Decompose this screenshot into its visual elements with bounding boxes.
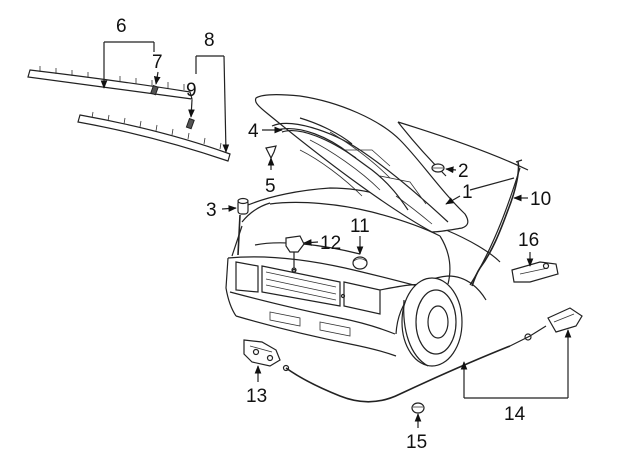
hood-hinge-16 [511,261,559,283]
callout-10: 10 [530,189,551,210]
callout-6: 6 [116,16,127,37]
callout-12: 12 [320,233,341,254]
callout-16: 16 [518,230,539,251]
hood-panel [254,94,469,233]
callout-9: 9 [186,80,197,101]
callout-3: 3 [206,200,217,221]
molding-strip-lower [77,111,231,162]
callout-7: 7 [152,52,163,73]
hood-lock-13 [243,339,281,367]
callout-11: 11 [350,216,370,237]
hood-insulator [275,128,409,211]
callout-14: 14 [504,404,526,425]
cushion-2 [431,163,445,173]
hood-bumper-5 [265,145,277,160]
vehicle-front-illustration [225,121,529,367]
callout-15: 15 [406,432,427,453]
callout-4: 4 [248,121,259,142]
callout-1: 1 [462,182,473,203]
grommet-11 [352,256,368,270]
callout-8: 8 [204,30,215,51]
callout-labels: 1 2 3 4 5 6 7 8 9 10 11 12 13 14 15 16 [116,16,551,453]
release-cable-10 [471,159,523,287]
callout-5: 5 [265,176,276,197]
grommet-15 [411,402,425,414]
clip-9 [185,117,195,130]
callout-2: 2 [458,161,469,182]
callout-13: 13 [246,386,267,407]
molding-strip-upper [27,66,193,100]
hood-latch-12 [285,235,305,273]
clip-7 [150,84,159,96]
support-holder-3 [237,197,249,215]
leader-lines [100,41,572,428]
